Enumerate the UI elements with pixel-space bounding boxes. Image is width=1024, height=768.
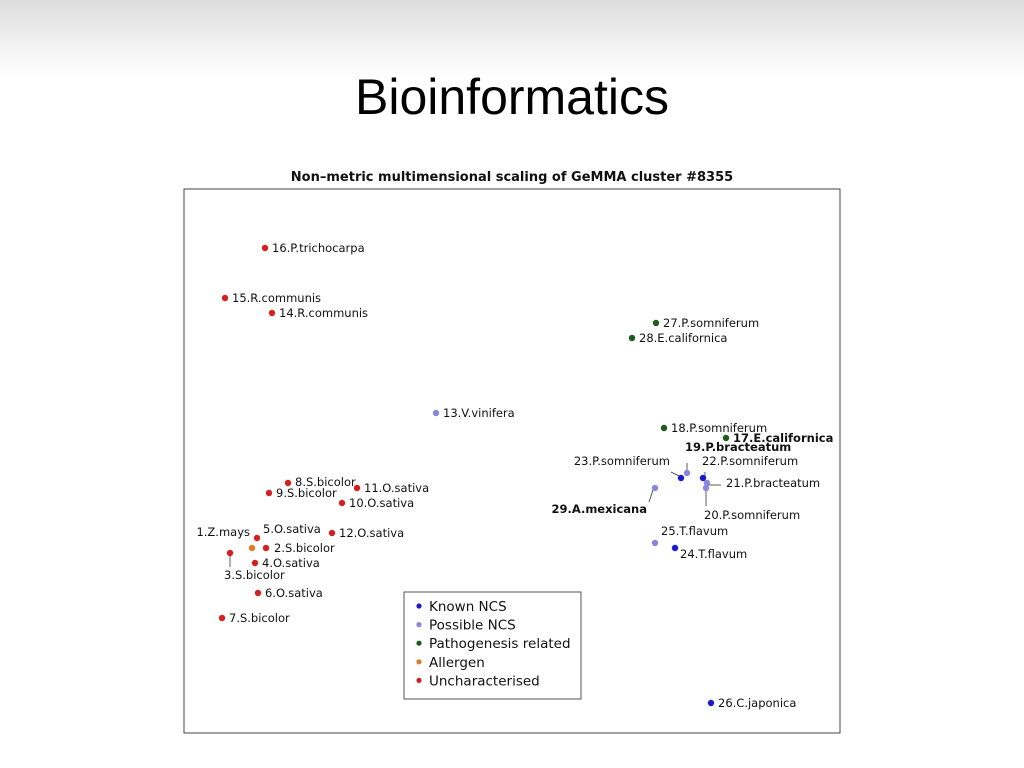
point-label-28: 28.E.californica [639,331,727,345]
point-11 [353,484,361,492]
point-4 [251,559,259,567]
point-label-26: 26.C.japonica [718,696,796,710]
legend-marker-pathogenesis [416,640,422,646]
point-label-6: 6.O.sativa [265,586,323,600]
point-25 [651,539,659,547]
leader-line-29 [648,489,654,503]
point-12 [328,529,336,537]
point-label-12: 12.O.sativa [339,526,404,540]
point-2 [262,544,270,552]
data-points [218,244,730,707]
legend-frame [403,591,582,700]
point-13 [432,409,440,417]
point-label-11: 11.O.sativa [364,481,429,495]
point-label-25: 25.T.flavum [661,524,728,538]
point-label-5: 5.O.sativa [263,522,321,536]
point-label-13: 13.V.vinifera [443,406,515,420]
point-21 [703,479,711,487]
point-22 [699,474,707,482]
point-label-20: 20.P.somniferum [704,508,800,522]
legend-label-pathogenesis: Pathogenesis related [429,636,571,652]
point-10 [338,499,346,507]
point-label-1: 1.Z.mays [196,525,250,539]
point-20 [702,484,710,492]
leader-line-23 [670,471,680,477]
point-9 [265,489,273,497]
legend: Known NCS Possible NCS Pathogenesis relate… [403,591,582,700]
point-label-14: 14.R.communis [279,306,368,320]
point-label-19: 19.P.bracteatum [685,440,791,454]
point-label-23: 23.P.somniferum [574,454,670,468]
point-1 [248,544,256,552]
point-23 [677,474,685,482]
point-28 [628,334,636,342]
point-16 [261,244,269,252]
point-label-7: 7.S.bicolor [229,611,290,625]
label-leader-lines [229,463,721,567]
legend-marker-unchar [416,677,422,684]
point-15 [221,294,229,302]
point-6 [254,589,262,597]
legend-label-allergen: Allergen [429,655,485,671]
point-17 [722,434,730,442]
point-label-17: 17.E.californica [733,431,833,445]
data-labels: 1.Z.mays 2.S.bicolor 3.S.bicolor4.O.sativa… [196,241,833,710]
point-19 [683,469,691,477]
legend-label-possible: Possible NCS [429,618,516,634]
point-label-3: 3.S.bicolor [224,568,285,582]
point-7 [218,614,226,622]
plot-title: Non–metric multimensional scaling of GeM… [291,170,733,185]
legend-marker-known [416,603,422,609]
point-label-18: 18.P.somniferum [671,421,767,435]
legend-marker-possible [416,622,422,628]
point-27 [652,319,660,327]
point-29 [651,484,659,492]
legend-label-known: Known NCS [429,599,507,615]
legend-label-unchar: Uncharacterised [429,673,540,689]
point-label-15: 15.R.communis [232,291,321,305]
point-14 [268,309,276,317]
point-label-8: 8.S.bicolor [295,475,356,489]
point-26 [707,699,715,707]
point-5 [253,534,261,542]
point-label-22: 22.P.somniferum [702,454,798,468]
point-18 [660,424,668,432]
point-8 [284,479,292,487]
point-label-16: 16.P.trichocarpa [272,241,365,255]
point-label-27: 27.P.somniferum [663,316,759,330]
legend-marker-allergen [416,659,422,665]
point-label-4: 4.O.sativa [262,556,320,570]
point-3 [226,549,234,557]
point-label-2: 2.S.bicolor [274,541,335,555]
point-label-9: 9.S.bicolor [276,486,337,500]
point-label-10: 10.O.sativa [349,496,414,510]
slide-title: Bioinformatics [355,69,669,125]
point-label-29: 29.A.mexicana [551,502,647,516]
point-label-21: 21.P.bracteatum [726,476,820,490]
point-label-24: 24.T.flavum [680,547,747,561]
point-24 [671,544,679,552]
